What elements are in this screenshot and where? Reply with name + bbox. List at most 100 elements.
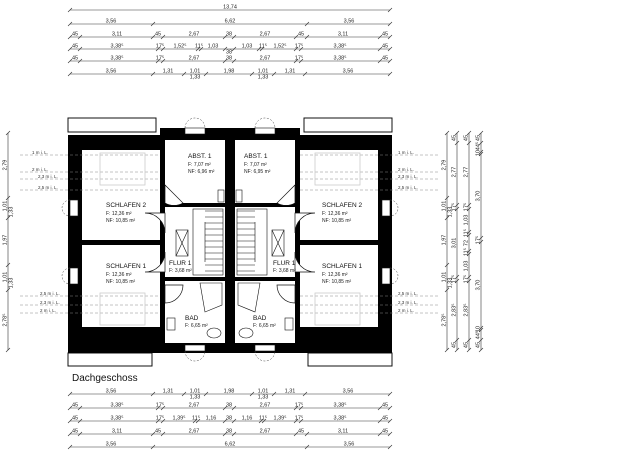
dimension-label: 38	[226, 403, 232, 409]
dimension-tick	[67, 46, 73, 52]
dimension-tick	[293, 405, 299, 411]
height-label: 1 m i. L.	[32, 150, 48, 155]
doors	[144, 184, 316, 304]
dimension-label: 1,16	[206, 416, 217, 422]
dimension-tick	[377, 46, 383, 52]
dimension-label: 2,77	[452, 167, 458, 178]
dimension-label: 45	[476, 135, 482, 141]
dimension-tick	[231, 418, 237, 424]
room-area: F: 12,36 m²	[106, 272, 132, 278]
room-net-area: NF: 10,85 m²	[106, 218, 136, 224]
dimension-tick	[387, 444, 393, 450]
dimension-tick	[444, 195, 450, 201]
room-name: SCHLAFEN 1	[106, 263, 146, 270]
dimension-tick	[231, 58, 237, 64]
dimension-label: 38	[226, 50, 232, 56]
dimension-tick	[222, 431, 228, 437]
dimension-label: 3,11	[112, 429, 122, 435]
dimension-label: 17⁵	[475, 236, 482, 244]
door-swing	[294, 251, 316, 273]
room-net-area: NF: 10,85 m²	[322, 218, 352, 224]
room-abst-left	[165, 140, 225, 203]
dimension-column-right: 2,791,011,331,971,011,332,78⁵	[441, 130, 454, 353]
room-schlafen1-right	[300, 245, 378, 327]
room-area: F: 6,65 m²	[185, 323, 208, 329]
dimension-tick	[454, 206, 460, 212]
dimension-tick	[222, 34, 228, 40]
dimension-label: 11⁵	[463, 248, 470, 256]
door-swing	[164, 284, 184, 304]
dimension-tick	[67, 58, 73, 64]
door-swing	[144, 251, 166, 273]
window	[254, 127, 276, 135]
dimension-label: 17⁵	[295, 415, 303, 422]
dimension-label: 3,38⁵	[111, 55, 124, 62]
dimension-label: 1,52⁵	[174, 43, 187, 50]
dimension-label: 45	[155, 32, 161, 38]
dimension-tick	[302, 391, 308, 397]
dimension-tick	[466, 202, 472, 208]
dimension-tick	[231, 46, 237, 52]
dimension-tick	[181, 391, 187, 397]
dimension-tick	[195, 46, 201, 52]
dimension-tick	[231, 34, 237, 40]
floor-title: Dachgeschoss	[72, 373, 138, 384]
dimension-tick	[478, 347, 484, 353]
dimension-label: 3,56	[343, 69, 354, 75]
dimension-label: 17⁵	[451, 275, 458, 283]
dimension-tick	[198, 46, 204, 52]
dimension-label: 3,56	[106, 19, 117, 25]
dimension-tick	[231, 405, 237, 411]
dimension-tick	[466, 337, 472, 343]
dimension-tick	[261, 418, 267, 424]
dimension-tick	[478, 337, 484, 343]
dimension-tick	[478, 235, 484, 241]
toilet	[238, 327, 254, 339]
dimension-tick	[5, 347, 11, 353]
room-name: BAD	[185, 315, 199, 322]
dimension-tick	[5, 130, 11, 136]
dimension-label: 1,39⁵	[274, 415, 287, 422]
dimension-label: 38	[226, 416, 232, 422]
room-net-area: NF: 6,95 m²	[244, 169, 271, 175]
height-label: 2 m i. L.	[32, 167, 48, 172]
dimension-label: 1,01	[3, 201, 9, 212]
dimension-tick	[195, 418, 201, 424]
height-label: 2,5 m i. L.	[398, 291, 418, 296]
height-label: 2,5 m i. L.	[40, 291, 60, 296]
dimension-tick	[249, 391, 255, 397]
height-label: 2 m i. L.	[398, 308, 414, 313]
dimension-tick	[222, 418, 228, 424]
dimension-tick	[155, 405, 161, 411]
dimension-tick	[454, 278, 460, 284]
dimension-tick	[77, 431, 83, 437]
room-area: F: 6,65 m²	[253, 323, 276, 329]
dimension-label: 45	[452, 135, 458, 141]
dimension-label: 38	[226, 56, 232, 62]
dimension-label: 17⁵	[463, 203, 470, 211]
dimension-tick	[271, 391, 277, 397]
dimension-tick	[377, 58, 383, 64]
window	[235, 189, 243, 203]
dimension-label: 1,03	[242, 44, 253, 50]
dimension-tick	[466, 140, 472, 146]
room-abst-right	[235, 140, 295, 203]
height-label: 2,3 m i. L.	[38, 174, 58, 179]
dimension-label: 45	[464, 342, 470, 348]
dimension-label: 3,56	[106, 442, 117, 448]
dimension-tick	[155, 418, 161, 424]
bath-fixtures	[166, 282, 294, 339]
dimension-label: 45	[298, 429, 304, 435]
room-net-area: NF: 10,85 m²	[106, 279, 136, 285]
dimension-label: 3,56	[106, 389, 117, 395]
dimension-tick	[77, 58, 83, 64]
dimension-tick	[222, 405, 228, 411]
dimension-label: 11⁵	[195, 43, 203, 50]
dimension-tick	[222, 46, 228, 52]
dimension-tick	[192, 418, 198, 424]
dimension-tick	[377, 418, 383, 424]
window	[69, 199, 79, 217]
